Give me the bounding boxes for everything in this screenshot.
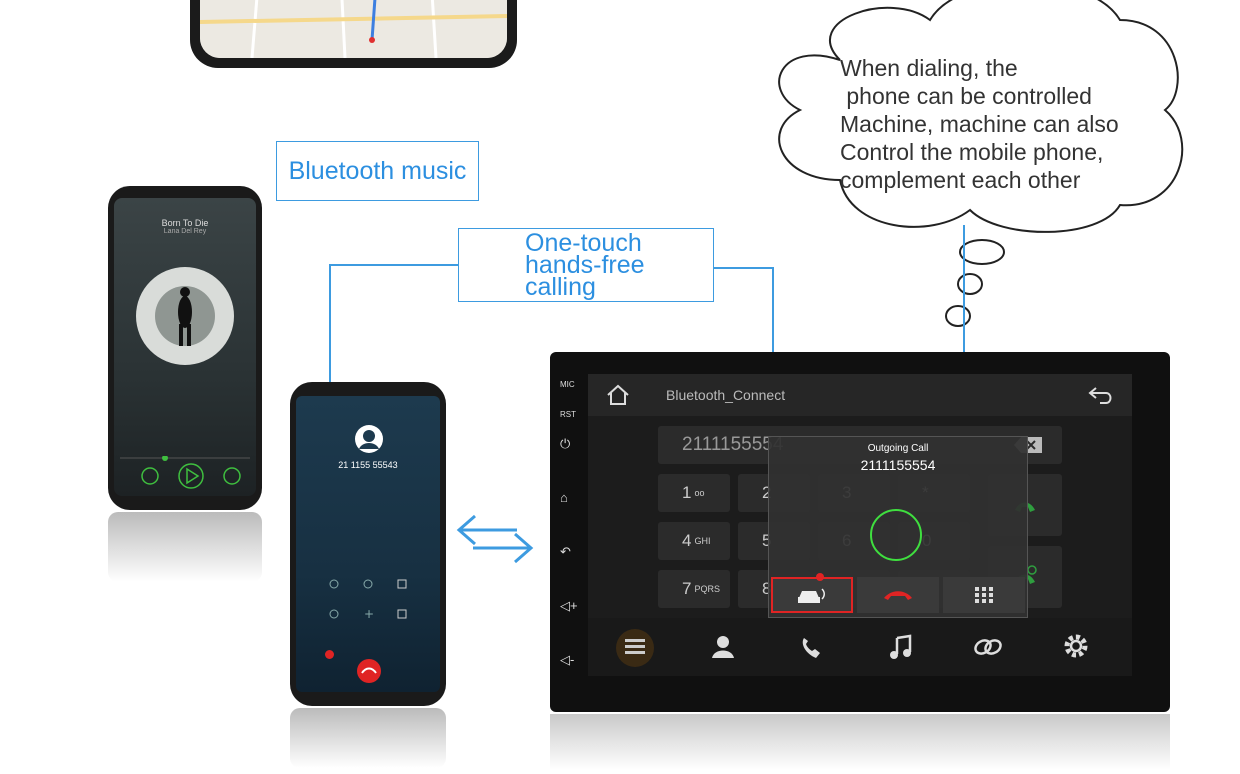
dial-number: 2111155554 (682, 434, 784, 455)
call-progress-ring (870, 509, 922, 561)
contacts-tab-icon[interactable] (710, 634, 736, 660)
avatar-icon (355, 425, 383, 453)
outgoing-call-dialog: Outgoing Call 2111155554 (768, 436, 1028, 618)
call-phone-reflection (290, 708, 446, 768)
bubble-line: complement each other (840, 167, 1081, 193)
bluetooth-music-label: Bluetooth music (276, 141, 479, 201)
one-touch-line: One-touch (525, 229, 642, 257)
music-tab-icon[interactable] (888, 634, 914, 660)
car-icon (798, 588, 825, 603)
home-icon[interactable] (606, 384, 630, 406)
rst-label: RST (560, 410, 576, 419)
thought-bubble (778, 0, 1184, 327)
call-screen: 21 1155 55543 + (296, 396, 440, 692)
dialpad-icon (975, 587, 993, 603)
end-call-button[interactable] (857, 577, 939, 613)
map-graphic (200, 0, 507, 58)
connector-dot (816, 573, 824, 581)
connector-line (714, 267, 772, 269)
connector-line (329, 264, 458, 266)
volume-up-icon[interactable]: ◁+ (560, 598, 578, 613)
album-art (136, 267, 234, 365)
settings-tab-icon[interactable] (1062, 632, 1090, 660)
one-touch-label: One-touch hands-free calling (458, 228, 714, 302)
svg-text:+: + (364, 607, 374, 621)
one-touch-line: calling (525, 273, 596, 301)
bubble-line: When dialing, the (840, 55, 1018, 81)
map-screen (200, 0, 507, 58)
music-controls[interactable] (120, 456, 250, 490)
keypad-toggle-button[interactable] (943, 577, 1025, 613)
head-unit: MIC RST ⏻ ⌂ ↶ ◁+ ◁- Bluetooth_Connect 21… (550, 352, 1170, 712)
back-icon[interactable] (1088, 384, 1114, 406)
mic-label: MIC (560, 380, 575, 389)
dialpad-tab-icon[interactable] (612, 628, 658, 668)
bubble-text: When dialing, the phone can be controlle… (840, 54, 1170, 194)
call-phone: 21 1155 55543 + (290, 382, 446, 706)
power-icon[interactable]: ⏻ (560, 436, 571, 451)
song-title: Born To Die (161, 218, 209, 228)
hang-up-icon (884, 591, 912, 600)
unit-screen: Bluetooth_Connect 2111155554 1oo 2 3 * 4… (588, 374, 1132, 676)
bottom-nav (588, 618, 1132, 676)
music-phone-reflection (108, 512, 262, 582)
music-phone: Born To Die Lana Del Rey (108, 186, 262, 510)
song-artist: Lana Del Rey (163, 228, 207, 235)
map-phone (190, 0, 517, 68)
connector-dot (325, 650, 334, 659)
car-audio-button[interactable] (771, 577, 853, 613)
one-touch-line: hands-free (525, 251, 645, 279)
dialog-number: 2111155554 (860, 457, 936, 473)
sync-arrows-icon (456, 514, 534, 564)
call-log-tab-icon[interactable] (798, 634, 824, 660)
home-side-icon[interactable]: ⌂ (560, 490, 568, 505)
dialog-title: Outgoing Call (867, 443, 929, 454)
caller-number: 21 1155 55543 (338, 460, 398, 470)
music-screen: Born To Die Lana Del Rey (114, 198, 256, 496)
connector-line (963, 225, 965, 353)
hang-up-button[interactable] (356, 658, 382, 684)
link-tab-icon[interactable] (972, 634, 1004, 660)
call-options-grid[interactable]: + (316, 576, 420, 626)
bubble-line: phone can be controlled (840, 83, 1092, 109)
volume-down-icon[interactable]: ◁- (560, 652, 575, 667)
back-side-icon[interactable]: ↶ (560, 544, 571, 559)
screen-title: Bluetooth_Connect (666, 387, 786, 403)
bubble-line: Control the mobile phone, (840, 139, 1104, 165)
top-bar: Bluetooth_Connect (588, 374, 1132, 416)
head-unit-reflection (550, 714, 1170, 770)
bubble-line: Machine, machine can also (840, 111, 1119, 137)
